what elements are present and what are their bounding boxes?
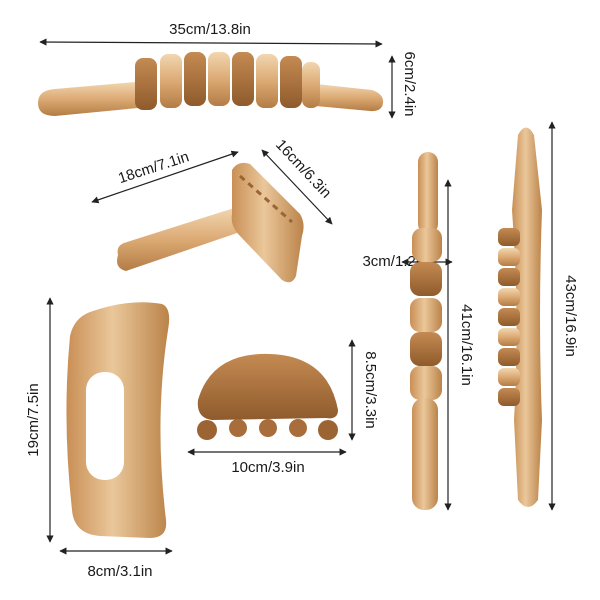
long-roller-body — [512, 127, 542, 507]
gua-sha-width-label: 8cm/3.1in — [87, 563, 152, 580]
scalp-comb-tool: 8.5cm/3.3in 10cm/3.9in — [187, 339, 379, 476]
comb-tooth — [229, 419, 247, 437]
comb-width-label: 10cm/3.9in — [231, 459, 304, 476]
gua-sha-grip-hole — [86, 372, 124, 480]
t-bar-massager-tool: 18cm/7.1in 16cm/6.3in — [91, 136, 335, 283]
right-handle — [316, 84, 384, 112]
long-roller-length-label: 43cm/16.9in — [562, 275, 579, 357]
roller-stick-width-label: 35cm/13.8in — [169, 21, 251, 38]
bead-width-label: 3cm/1.2in — [362, 253, 427, 270]
comb-tooth — [197, 420, 217, 440]
t-bar-head — [231, 162, 304, 283]
bead — [410, 262, 442, 296]
roller-stick-tool: 35cm/13.8in 6cm/2.4in — [38, 21, 418, 119]
comb-height-label: 8.5cm/3.3in — [362, 351, 379, 429]
gear-rollers — [135, 52, 320, 110]
left-handle — [38, 82, 138, 116]
bead — [410, 332, 442, 366]
roller-stick-width-dimension-line — [39, 38, 383, 48]
t-bar-depth-dimension-line — [261, 149, 333, 225]
bead — [410, 366, 442, 400]
bead-top-handle — [418, 152, 438, 234]
bead-bottom-handle — [412, 398, 438, 510]
comb-tooth — [259, 419, 277, 437]
long-roller-gears — [498, 228, 520, 406]
roller-stick-height-label: 6cm/2.4in — [401, 51, 418, 116]
comb-tooth — [318, 420, 338, 440]
gua-sha-height-label: 19cm/7.5in — [25, 383, 42, 456]
gua-sha-board-tool: 19cm/7.5in 8cm/3.1in — [25, 297, 173, 580]
t-bar-depth-label: 16cm/6.3in — [272, 136, 334, 201]
bead-roller-tool: 3cm/1.2in 41cm/16.1in — [362, 152, 475, 511]
t-bar-ridges — [239, 174, 293, 224]
comb-body — [197, 353, 338, 420]
t-bar-width-dimension-line — [91, 150, 239, 204]
bead — [410, 298, 442, 332]
t-bar-handle — [117, 208, 240, 271]
bead — [412, 228, 442, 262]
comb-tooth — [289, 419, 307, 437]
bead-length-label: 41cm/16.1in — [458, 304, 475, 386]
long-roller-stick-tool: 43cm/16.9in — [498, 121, 579, 511]
